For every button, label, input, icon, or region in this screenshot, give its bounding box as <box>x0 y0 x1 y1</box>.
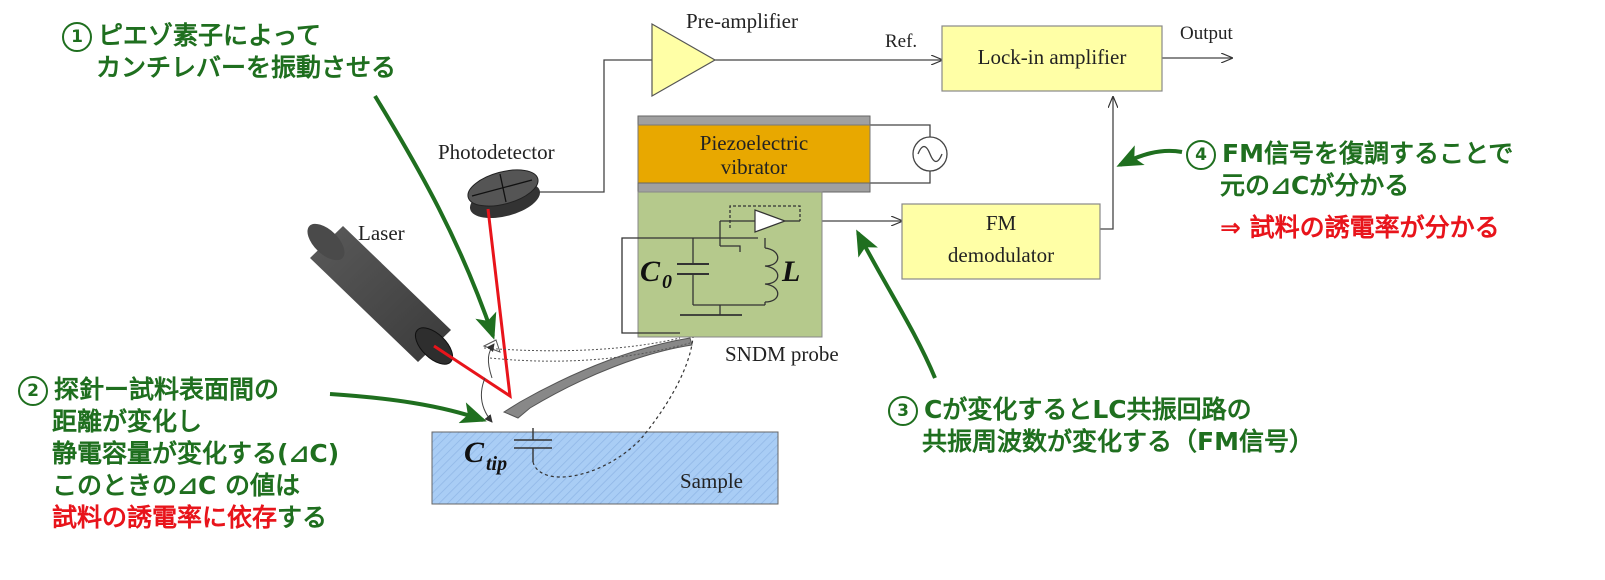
piezo-bottom-plate <box>637 182 871 193</box>
annotation-4-line3: ⇒ 試料の誘電率が分かる <box>1220 213 1500 242</box>
annotation-4-number: 4 <box>1186 140 1216 170</box>
piezo-label-line2: vibrator <box>721 155 787 179</box>
ref-label: Ref. <box>885 31 917 52</box>
sine-wave-icon <box>917 145 943 163</box>
ctip-label: C tip <box>464 436 507 475</box>
annotation-1-line2: カンチレバーを振動させる <box>96 53 397 82</box>
laser-beam <box>433 208 512 400</box>
fm-demodulator-box <box>901 203 1101 280</box>
probe-amplifier-triangle <box>754 209 787 233</box>
cantilever-vibration <box>483 337 691 362</box>
cantilever <box>502 337 693 419</box>
c0-label: C 0 <box>640 255 672 293</box>
ctip-ground-wire <box>532 336 694 478</box>
wire-ac-top <box>870 124 931 137</box>
annotation-2-line5-red: 試料の誘電率に依存 <box>52 503 278 532</box>
piezo-vibrator-box <box>637 124 871 184</box>
wire-fm-lockin <box>1100 97 1113 230</box>
piezo-top-plate <box>637 115 871 126</box>
ctip-label-sub: tip <box>486 453 507 475</box>
inductor-label: L <box>781 255 800 288</box>
annotation-2-number: 2 <box>18 376 48 406</box>
annotation-3-number: 3 <box>888 396 918 426</box>
annotation-arrow-4 <box>1116 145 1183 167</box>
lc-circuit <box>621 205 801 334</box>
piezo-label-line1: Piezoelectric <box>700 131 808 155</box>
annotation-1-number: 1 <box>62 22 92 52</box>
sndm-probe-label: SNDM probe <box>725 342 839 366</box>
annotation-2-line4: このときの⊿C の値は <box>52 471 300 500</box>
annotation-4-line2: 元の⊿Cが分かる <box>1220 171 1410 200</box>
annotation-3-line1: Cが変化するとLC共振回路の <box>924 395 1252 424</box>
photodetector-label: Photodetector <box>438 140 555 164</box>
annotation-arrow-1 <box>373 94 497 340</box>
annotation-arrow-3 <box>856 229 937 379</box>
pre-amplifier-triangle <box>651 22 717 98</box>
wire-ac-bottom <box>870 171 931 184</box>
lockin-amplifier-label: Lock-in amplifier <box>978 45 1127 69</box>
signal-wires <box>540 58 1232 230</box>
annotation-2-line1: 探針ー試料表面間の <box>54 375 280 404</box>
vibration-arrows <box>481 343 495 423</box>
c0-label-sub: 0 <box>662 271 672 293</box>
laser-label: Laser <box>358 221 405 245</box>
annotation-2-line5-green: する <box>277 503 328 532</box>
sample-label: Sample <box>680 469 743 493</box>
annotation-arrow-2 <box>329 392 487 424</box>
annotation-1-line1: ピエゾ素子によって <box>98 21 322 50</box>
fm-label-line1: FM <box>986 211 1017 235</box>
lockin-amplifier-box <box>941 25 1163 92</box>
fm-label-line2: demodulator <box>948 243 1054 267</box>
ctip-capacitor <box>514 428 552 462</box>
output-label: Output <box>1180 23 1234 44</box>
annotation-4-line1: FM信号を復調することで <box>1222 139 1514 168</box>
annotation-3-line2: 共振周波数が変化する（FM信号） <box>922 427 1314 456</box>
pre-amplifier-label: Pre-amplifier <box>686 9 798 33</box>
sample-box <box>431 431 779 505</box>
c0-label-main: C <box>640 255 661 288</box>
ctip-label-main: C <box>464 436 485 469</box>
photodetector-icon <box>467 169 541 219</box>
wire-photodetector-preamp <box>540 59 652 193</box>
annotation-2-line2: 距離が変化し <box>52 407 203 436</box>
annotation-2-line3: 静電容量が変化する(⊿C) <box>52 439 340 468</box>
